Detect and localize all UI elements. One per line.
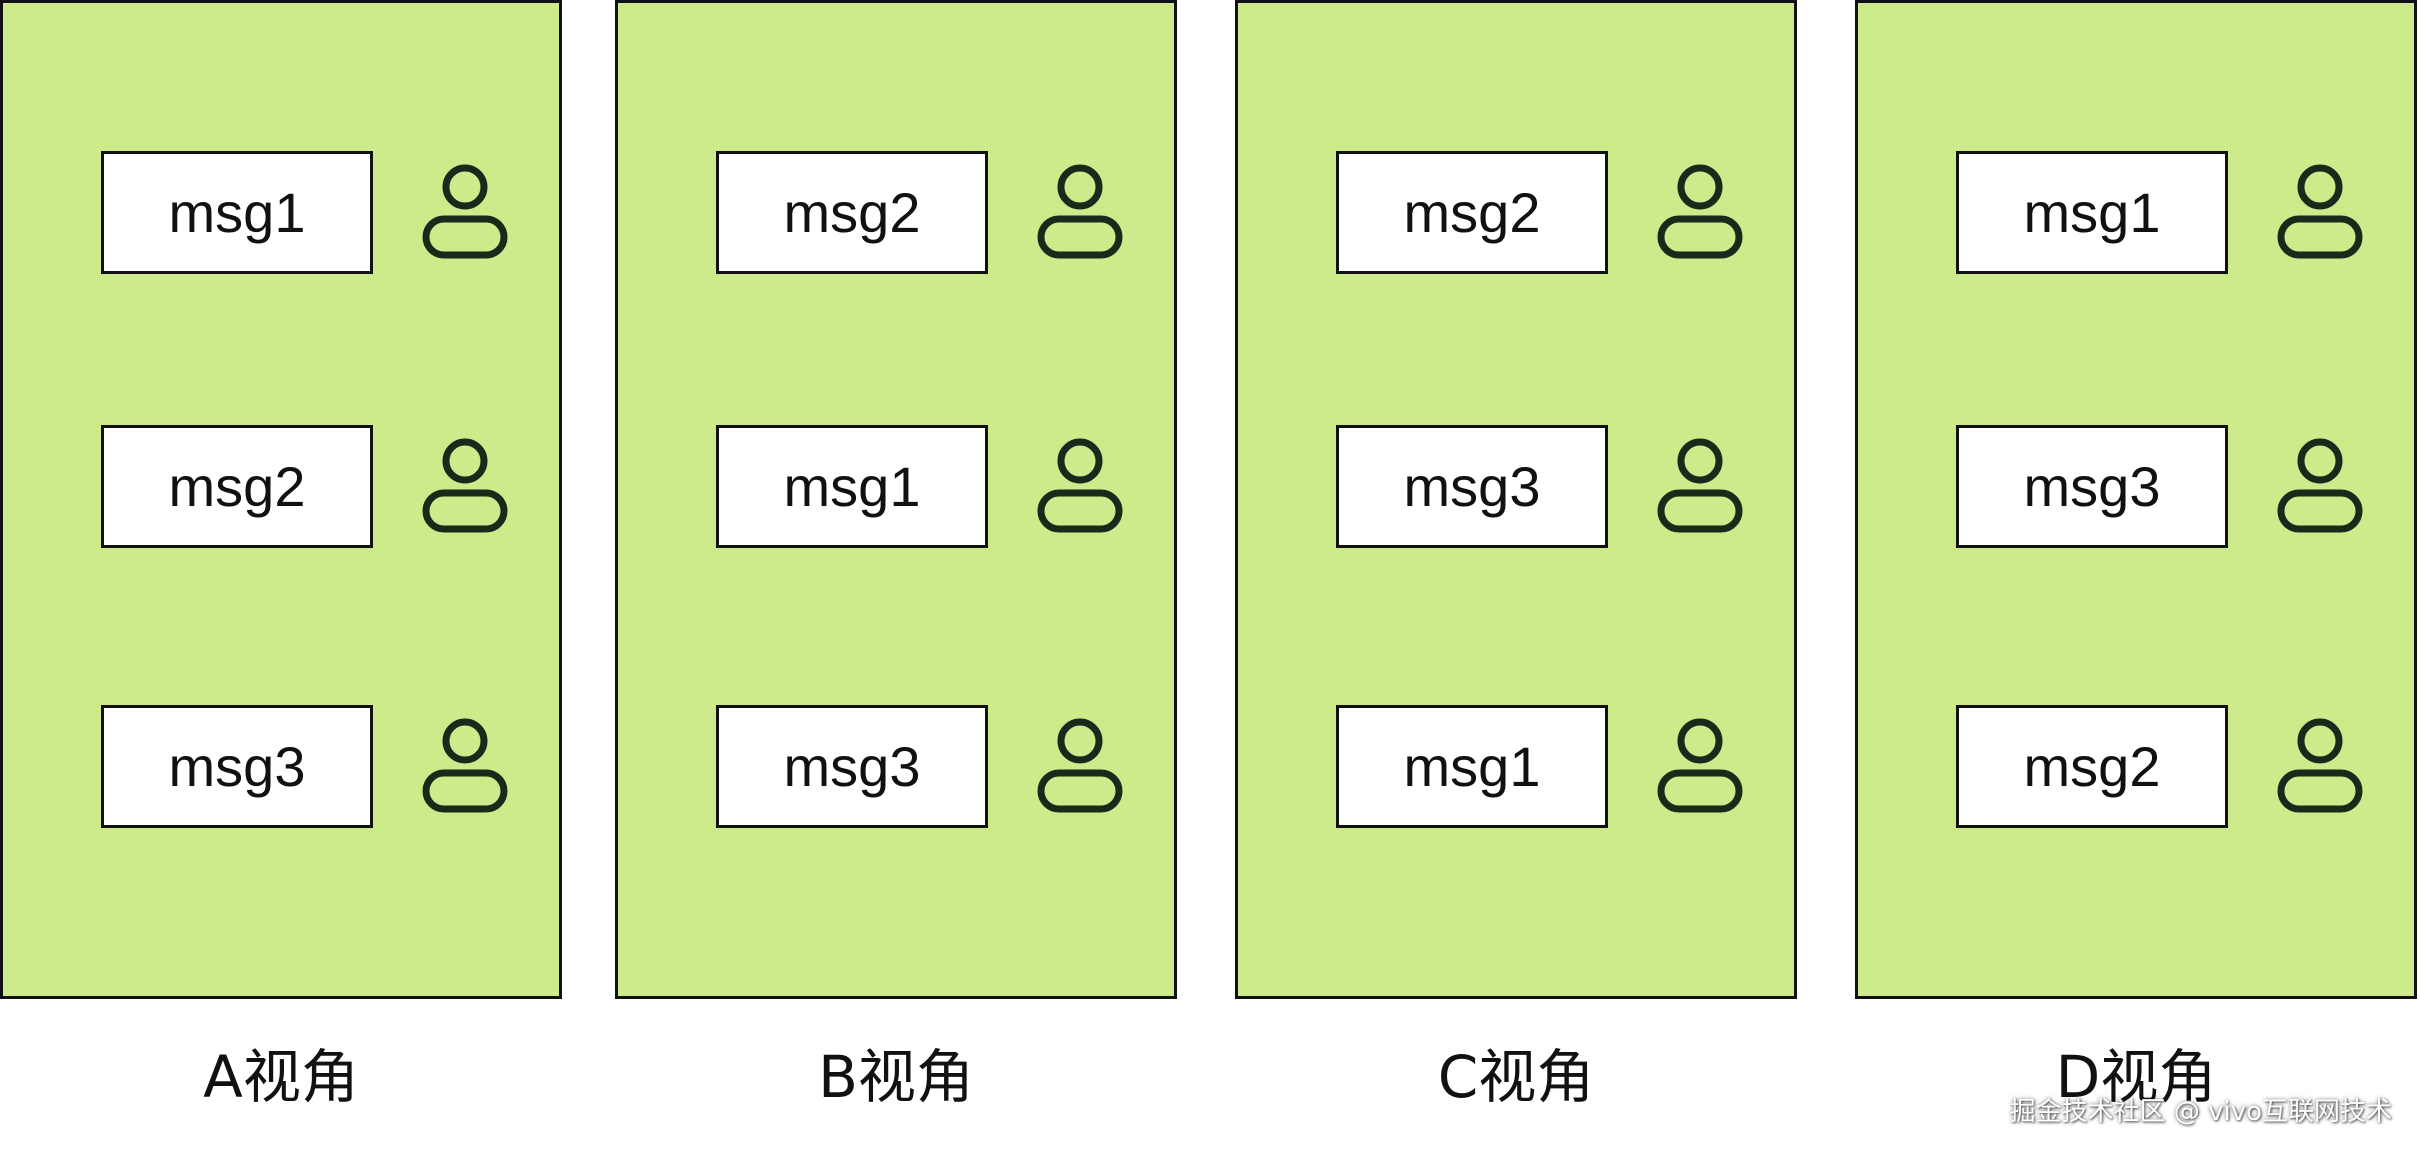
message-box: msg3 [1336, 425, 1608, 548]
message-label: msg3 [1403, 455, 1541, 518]
message-box: msg2 [716, 151, 988, 274]
message-label: msg2 [1403, 181, 1541, 244]
user-icon [1655, 161, 1745, 261]
watermark: 掘金技术社区 @ vivo互联网技术 [2009, 1097, 2392, 1127]
message-label: msg1 [2023, 181, 2161, 244]
panel-caption: D视角 [2055, 1043, 2217, 1111]
panel-caption: A视角 [203, 1043, 359, 1111]
message-box: msg1 [1956, 151, 2228, 274]
user-icon [1035, 435, 1125, 535]
message-label: msg2 [2023, 735, 2161, 798]
panel-caption: C视角 [1437, 1043, 1595, 1111]
panel-a: msg1 msg2 msg3 [0, 0, 562, 999]
message-box: msg3 [1956, 425, 2228, 548]
message-label: msg3 [783, 735, 921, 798]
message-label: msg1 [783, 455, 921, 518]
panel-d: msg1 msg3 msg2 [1855, 0, 2417, 999]
message-box: msg2 [101, 425, 373, 548]
message-box: msg1 [101, 151, 373, 274]
panel-c: msg2 msg3 msg1 [1235, 0, 1797, 999]
message-label: msg3 [2023, 455, 2161, 518]
user-icon [2275, 161, 2365, 261]
user-icon [420, 715, 510, 815]
message-box: msg2 [1336, 151, 1608, 274]
user-icon [1655, 435, 1745, 535]
user-icon [2275, 435, 2365, 535]
message-box: msg3 [716, 705, 988, 828]
message-box: msg2 [1956, 705, 2228, 828]
user-icon [1035, 161, 1125, 261]
panel-b: msg2 msg1 msg3 [615, 0, 1177, 999]
message-label: msg2 [168, 455, 306, 518]
user-icon [420, 435, 510, 535]
message-label: msg1 [1403, 735, 1541, 798]
user-icon [1655, 715, 1745, 815]
message-box: msg1 [1336, 705, 1608, 828]
message-label: msg3 [168, 735, 306, 798]
message-label: msg2 [783, 181, 921, 244]
message-label: msg1 [168, 181, 306, 244]
user-icon [1035, 715, 1125, 815]
message-box: msg3 [101, 705, 373, 828]
user-icon [2275, 715, 2365, 815]
user-icon [420, 161, 510, 261]
panel-caption: B视角 [818, 1043, 974, 1111]
message-box: msg1 [716, 425, 988, 548]
